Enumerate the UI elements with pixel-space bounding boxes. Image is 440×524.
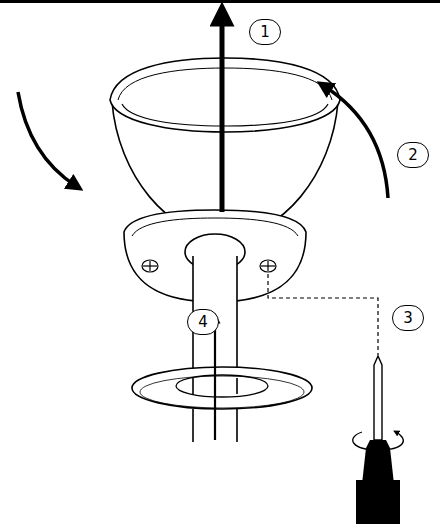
callout-number: 4 — [187, 309, 219, 335]
callout-number: 1 — [249, 19, 281, 45]
callout-number: 2 — [397, 142, 429, 168]
callout-number: 3 — [392, 305, 424, 331]
